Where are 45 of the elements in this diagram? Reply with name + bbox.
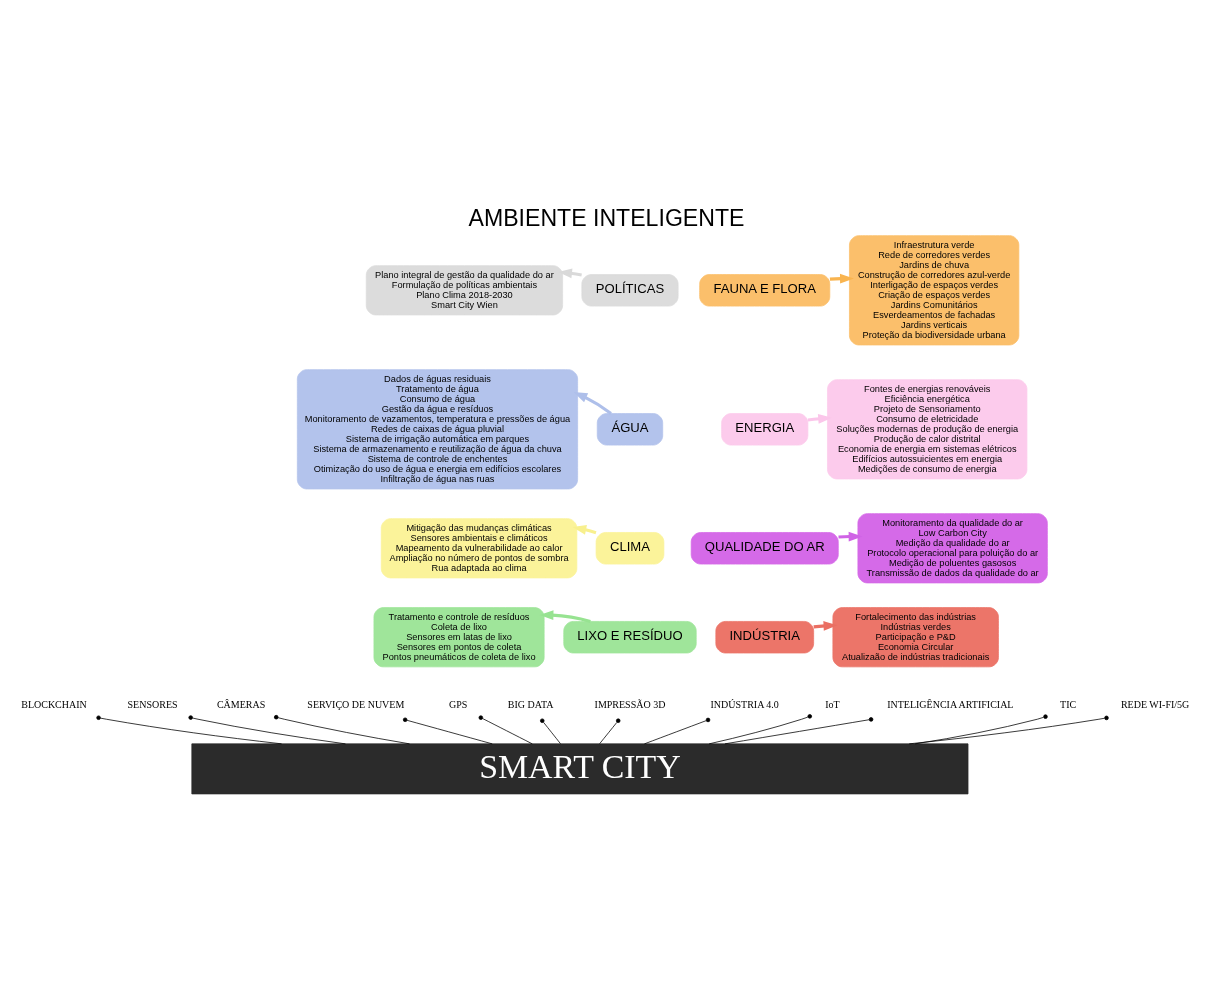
connector — [188, 714, 346, 744]
node-box: CLIMA — [595, 531, 665, 564]
connector — [708, 713, 812, 744]
node-text: SENSORES — [127, 698, 178, 710]
node-box: Monitoramento da qualidade do ar Low Carbon City Medição da qualidade do ar Protocolo operacional para poluição do ar Medição de poluentes gasosos Transmissão de dados da qualidade do ar — [857, 512, 1048, 583]
node-box: SMART CITY — [191, 743, 969, 794]
connector — [908, 715, 1109, 744]
node-box: Mitigação das mudanças climáticas Sensores ambientais e climáticos Mapeamento da vulnerabilidade ao calor Ampliação no número de pontos de sombra Rua adaptada ao clima — [380, 517, 578, 578]
arrow — [572, 524, 597, 535]
node-box: INDÚSTRIA — [715, 620, 815, 653]
connector — [644, 717, 711, 744]
connector — [96, 715, 282, 744]
arrow — [838, 531, 863, 541]
node-text: INTELIGÊNCIA ARTIFICIAL — [887, 698, 1014, 710]
node-box: ÁGUA — [596, 412, 664, 445]
arrow — [539, 609, 591, 623]
node-box: Dados de águas residuais Tratamento de água Consumo de água Gestão da água e resíduos Monitoramento de vazamentos, temperatura e pressões de água Redes de caixas de água pluvial Sistema de irrigação automática em parques Sistema de armazenamento e reutilização de água da chuva Sistema de controle de enchentes Otimização do uso de água e energia em edifícios escolares Infiltração de água nas ruas — [296, 368, 578, 489]
node-text: TIC — [1060, 698, 1077, 710]
connector — [274, 714, 410, 744]
node-box: QUALIDADE DO AR — [690, 531, 839, 564]
diagram-title: AMBIENTE INTELIGENTE — [468, 204, 745, 231]
node-text: BLOCKCHAIN — [21, 698, 87, 710]
node-box: Tratamento e controle de resíduos Coleta de lixo Sensores em latas de lixo Sensores em pontos de coleta Pontos pneumáticos de coleta de lixo — [373, 606, 545, 667]
node-box: POLÍTICAS — [581, 273, 679, 306]
connector — [402, 717, 493, 744]
node-text: IoT — [825, 698, 840, 710]
node-text: CÂMERAS — [216, 698, 266, 710]
node-text: INDÚSTRIA 4.0 — [710, 698, 779, 710]
node-box: Fortalecimento das indústrias Indústrias verdes Participação e P&D Economia Circular Atualizaão de indústrias tradicionais — [832, 606, 999, 667]
node-text: REDE WI-FI/5G — [1120, 698, 1190, 710]
node-box: Plano integral de gestão da qualidade do ar Formulação de políticas ambientais Plano Clima 2018-2030 Smart City Wien — [365, 264, 563, 315]
node-text: SERVIÇO DE NUVEM — [307, 698, 405, 710]
node-box: Fontes de energias renováveis Eficiência energética Projeto de Sensoriamento Consumo de eletricidade Soluções modernas de produção de energia Produção de calor distrital Economia de energia em sistemas elétricos Edifícios autossuicientes em energia Medições de consumo de energia — [827, 378, 1028, 479]
connector — [724, 716, 874, 744]
connector — [478, 714, 533, 744]
arrow — [829, 273, 854, 283]
node-box: ENERGIA — [721, 412, 809, 445]
node-box: Infraestrutura verde Rede de corredores verdes Jardins de chuva Construção de corredores azul-verde Interligação de espaços verdes Criação de espaços verdes Jardins Comunitários Esverdeamentos de fachadas Jardins verticais Proteção da biodiversidade urbana — [849, 234, 1020, 345]
node-box: LIXO E RESÍDUO — [563, 620, 697, 653]
connector — [540, 718, 561, 744]
node-text: GPS — [449, 698, 468, 710]
connector — [599, 718, 621, 744]
node-text: BIG DATA — [507, 698, 554, 710]
node-text: IMPRESSÃO 3D — [594, 698, 666, 710]
node-box: FAUNA E FLORA — [699, 273, 831, 306]
